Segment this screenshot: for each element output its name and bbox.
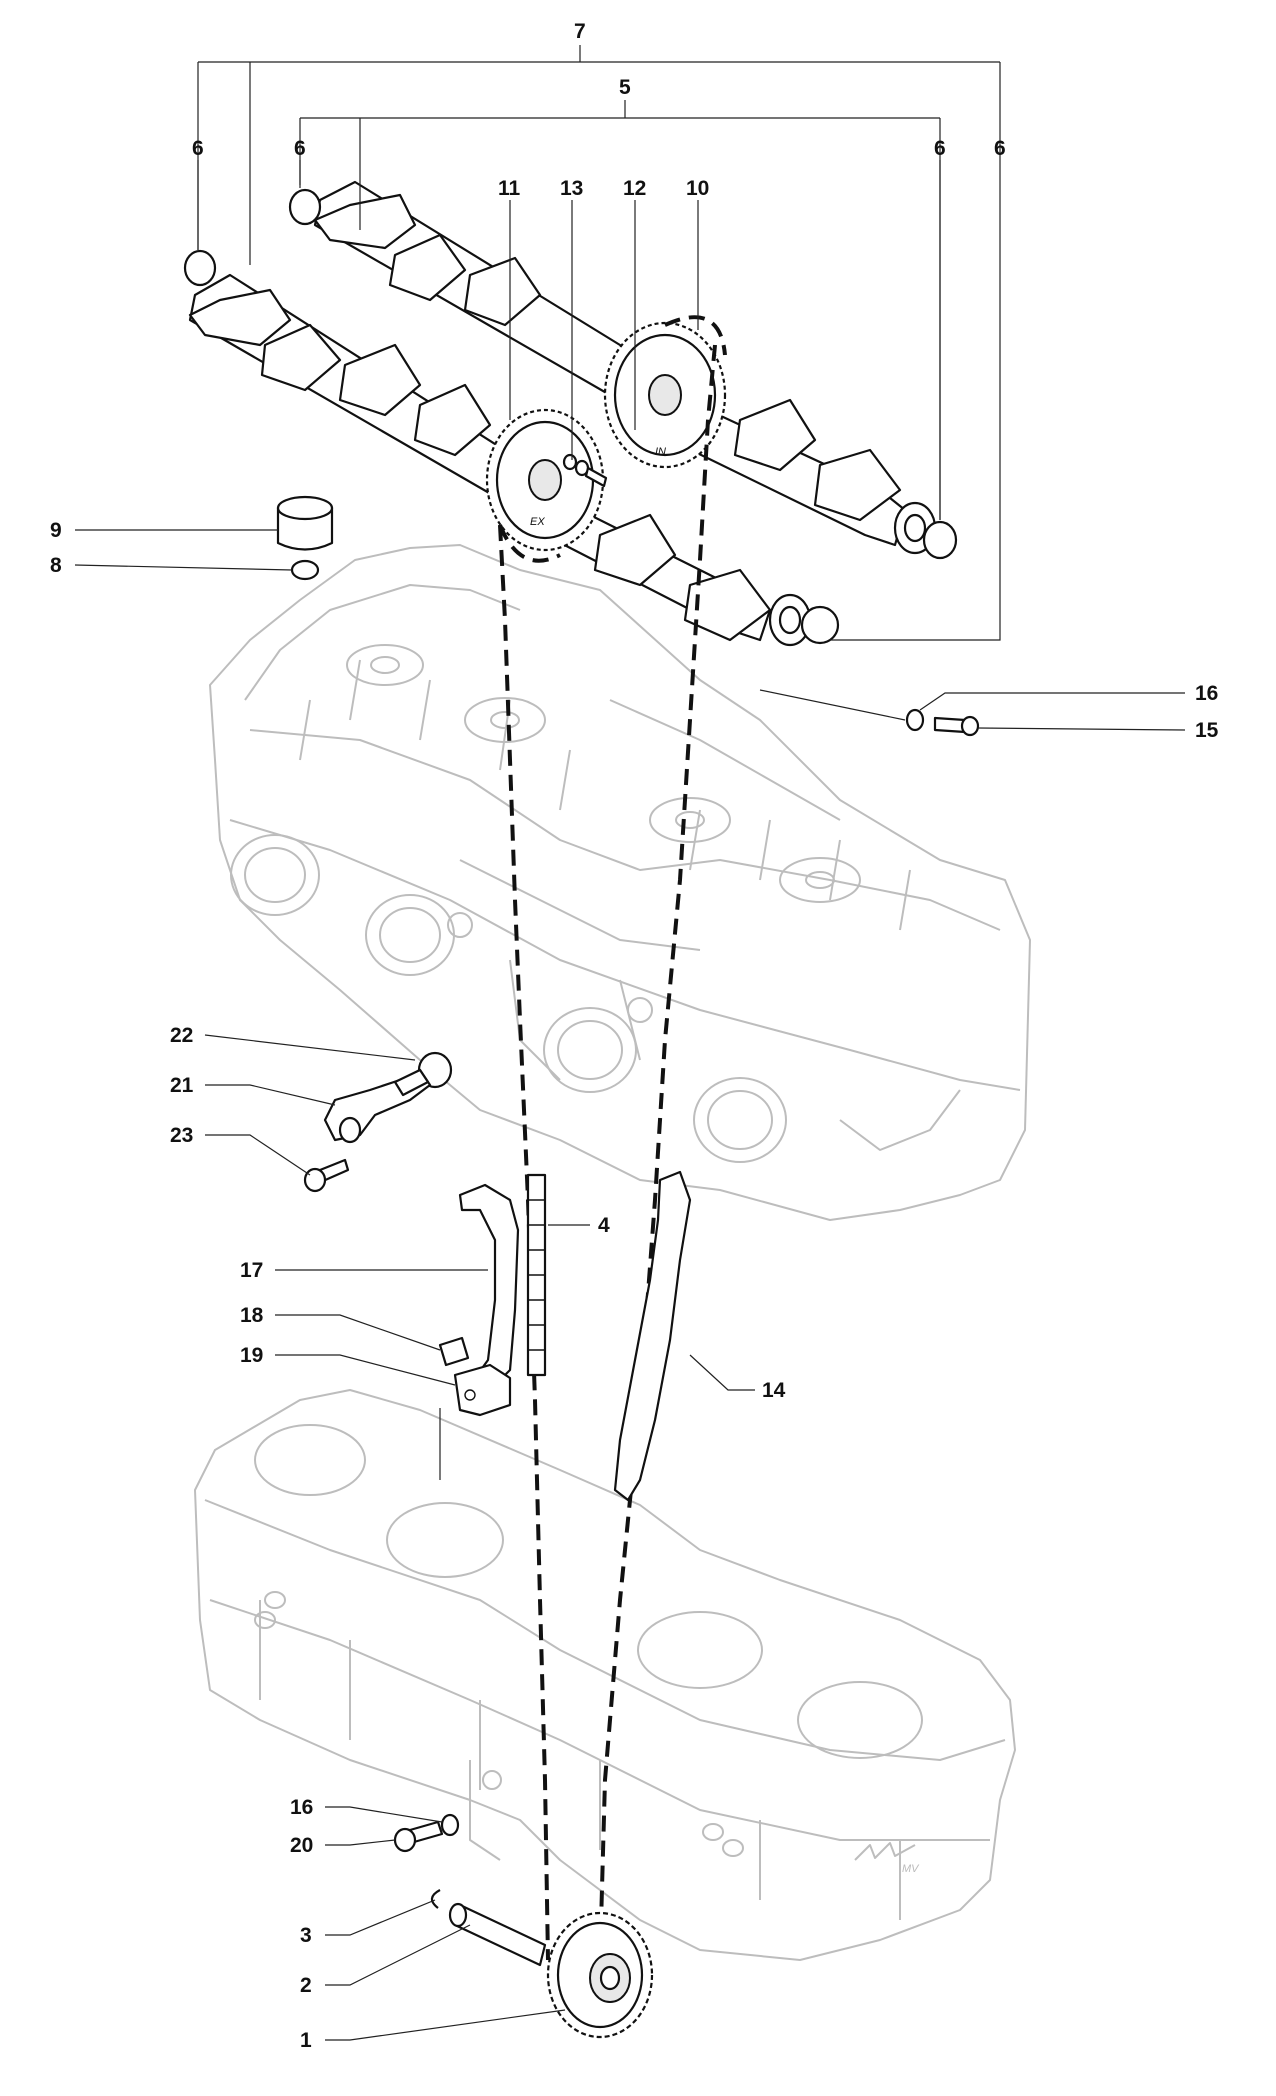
bush-left-rear (183, 249, 217, 287)
slider-bracket (453, 1363, 512, 1417)
callout-15: 15 (1195, 719, 1219, 742)
callout-10: 10 (686, 177, 709, 200)
callout-19: 19 (240, 1344, 263, 1367)
callout-labels: 7 5 6 6 6 6 11 13 12 10 9 8 16 15 22 21 … (50, 20, 1219, 2052)
idler-gear (546, 1911, 654, 2039)
callout-2: 2 (300, 1974, 312, 1997)
ring-right-lower (800, 605, 840, 645)
callout-22: 22 (170, 1024, 193, 1047)
pin (438, 1336, 470, 1367)
callout-8: 8 (50, 554, 62, 577)
chain-tensioner (323, 1068, 432, 1144)
cylinder-block-ghost: MV (194, 1389, 1016, 1961)
washer-upper (905, 708, 925, 732)
sprocket-mark-in: IN (655, 446, 666, 458)
callout-12: 12 (623, 177, 646, 200)
callout-7: 7 (574, 20, 586, 43)
exhaust-sprocket: EX (485, 408, 605, 552)
callout-17: 17 (240, 1259, 263, 1282)
exhaust-camshaft (188, 273, 812, 647)
callout-20: 20 (290, 1834, 313, 1857)
sprocket-mark-ex: EX (530, 516, 545, 528)
bolt-upper (933, 715, 980, 737)
idler-shaft (448, 1902, 547, 1967)
callout-4: 4 (598, 1214, 610, 1237)
sprocket-bolts (562, 453, 608, 488)
ring-right-upper (922, 520, 958, 560)
callout-1: 1 (300, 2029, 312, 2052)
callout-21: 21 (170, 1074, 194, 1097)
chain-links (526, 1173, 547, 1377)
chain-guide-fixed (613, 1170, 692, 1502)
callout-16-lower: 16 (290, 1796, 313, 1819)
callout-6-inner-left: 6 (294, 137, 306, 160)
callout-9: 9 (50, 519, 62, 542)
circlip (430, 1889, 441, 1909)
chain-slider-tensioner (458, 1183, 520, 1392)
shim (290, 559, 320, 581)
callout-13: 13 (560, 177, 583, 200)
leader-lines (74, 45, 1186, 2041)
intake-sprocket: IN (603, 321, 727, 469)
callout-6-right: 6 (994, 137, 1006, 160)
washer-lower (440, 1813, 460, 1837)
bolt-lower (393, 1820, 444, 1853)
callout-14: 14 (762, 1379, 786, 1402)
timing-chain (498, 315, 727, 1961)
callout-5: 5 (619, 76, 631, 99)
brand-mark: MV (902, 1863, 920, 1875)
callout-18: 18 (240, 1304, 264, 1327)
cylinder-head-ghost (209, 544, 1031, 1221)
bush-left-front (288, 188, 322, 226)
callout-6-left: 6 (192, 137, 204, 160)
callout-3: 3 (300, 1924, 312, 1947)
callout-16-upper: 16 (1195, 682, 1218, 705)
callout-6-inner-right: 6 (934, 137, 946, 160)
callout-23: 23 (170, 1124, 193, 1147)
tensioner-bolt (303, 1158, 350, 1193)
callout-11: 11 (498, 177, 521, 200)
tappet-bucket (276, 495, 334, 551)
